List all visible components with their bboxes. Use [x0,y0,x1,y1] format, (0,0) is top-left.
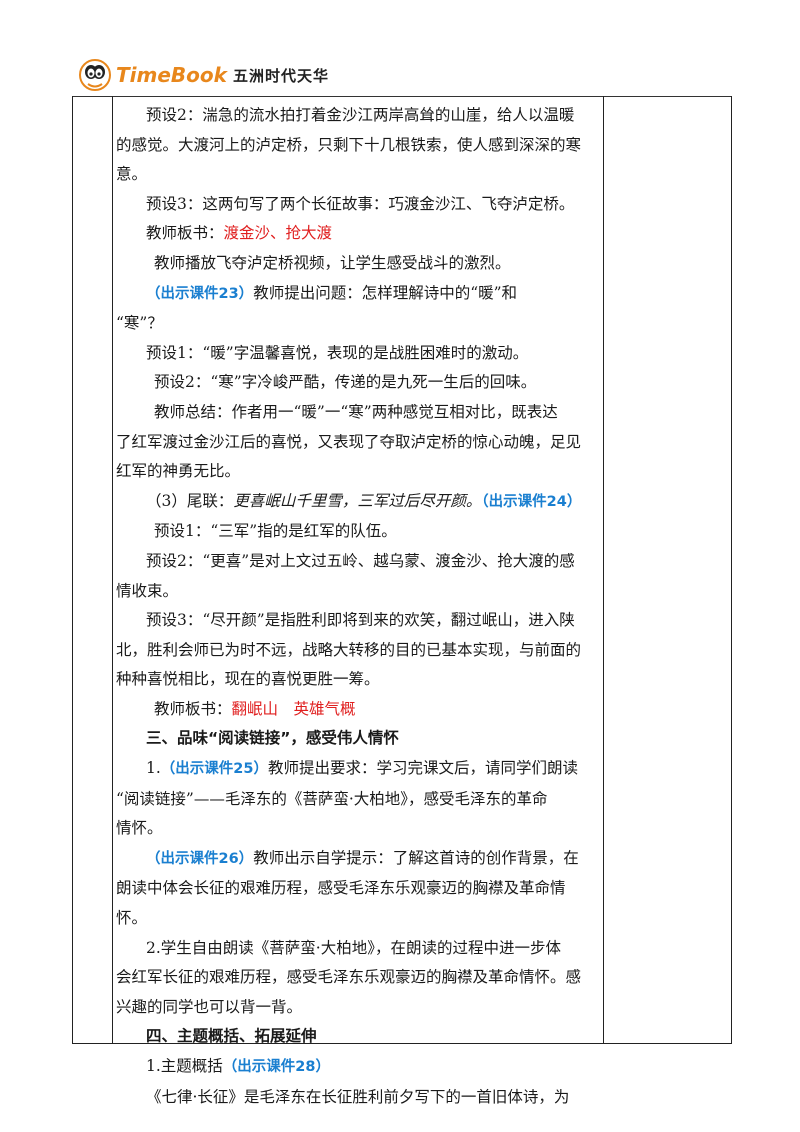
text-span: 情怀。 [116,819,163,838]
courseware-ref: （出示课件28） [222,1059,330,1075]
text-line: （3）尾联：更喜岷山千里雪，三军过后尽开颜。（出示课件24） [116,487,601,518]
text-line: “寒”？ [116,309,601,339]
text-span: 教师提出要求：学习完课文后，请同学们朗读 [267,759,578,778]
text-span: “寒”？ [116,314,163,333]
text-span: 教师板书： [154,699,232,718]
text-span: 预设2：“寒”字冷峻严酷，传递的是九死一生后的回味。 [154,373,537,392]
brand-name-en: TimeBook [116,63,227,87]
text-line: 预设2：“更喜”是对上文过五岭、越乌蒙、渡金沙、抢大渡的感 [116,547,601,577]
text-line: 1.主题概括（出示课件28） [116,1052,601,1083]
text-span: 教师提出问题：怎样理解诗中的“暖”和 [253,283,518,302]
text-line: 朗读中体会长征的艰难历程，感受毛泽东乐观豪迈的胸襟及革命情 [116,874,601,904]
text-line: 三、品味“阅读链接”，感受伟人情怀 [116,724,601,754]
text-span: 教师出示自学提示：了解这首诗的创作背景，在 [253,848,579,867]
brand-name-cn: 五洲时代天华 [232,66,329,85]
text-span: 意。 [116,165,148,184]
text-line: （出示课件26）教师出示自学提示：了解这首诗的创作背景，在 [116,844,601,875]
text-line: 教师板书：翻岷山 英雄气概 [116,695,601,725]
text-line: 兴趣的同学也可以背一背。 [116,993,601,1023]
text-line: 预设1：“三军”指的是红军的队伍。 [116,517,601,547]
courseware-ref: （出示课件24） [481,493,582,510]
lesson-content: 预设2：湍急的流水拍打着金沙江两岸高耸的山崖，给人以温暖的感觉。大渡河上的泸定桥… [116,101,601,1112]
text-span: 教师播放飞夺泸定桥视频，让学生感受战斗的激烈。 [154,253,511,272]
text-line: 会红军长征的艰难历程，感受毛泽东乐观豪迈的胸襟及革命情怀。感 [116,963,601,993]
text-line: 2.学生自由朗读《菩萨蛮·大柏地》，在朗读的过程中进一步体 [116,934,601,964]
courseware-ref: （出示课件25） [160,761,268,778]
text-span: 四、主题概括、拓展延伸 [146,1027,317,1046]
text-span: 三、品味“阅读链接”，感受伟人情怀 [146,729,399,748]
text-span: 兴趣的同学也可以背一背。 [116,997,303,1016]
text-line: 意。 [116,160,601,190]
text-line: 教师板书：渡金沙、抢大渡 [116,219,601,249]
text-line: 种种喜悦相比，现在的喜悦更胜一筹。 [116,665,601,695]
text-span: 情收束。 [116,581,179,600]
text-line: 1.（出示课件25）教师提出要求：学习完课文后，请同学们朗读 [116,754,601,785]
text-span: 朗读中体会长征的艰难历程，感受毛泽东乐观豪迈的胸襟及革命情 [116,879,566,898]
page-header: TimeBook 五洲时代天华 [78,57,329,93]
text-span: 1. [146,759,161,778]
board-note: 翻岷山 英雄气概 [231,699,356,718]
text-line: 教师总结：作者用一“暖”一“寒”两种感觉互相对比，既表达 [116,398,601,428]
text-span: 1.主题概括 [146,1057,223,1075]
text-span: 了红军渡过金沙江后的喜悦，又表现了夺取泸定桥的惊心动魄，足见 [116,432,582,451]
text-span: 《七律·长征》是毛泽东在长征胜利前夕写下的一首旧体诗，为 [146,1087,570,1106]
text-span: 种种喜悦相比，现在的喜悦更胜一筹。 [116,670,380,689]
text-span: 教师总结：作者用一“暖”一“寒”两种感觉互相对比，既表达 [154,402,558,421]
text-line: 红军的神勇无比。 [116,457,601,487]
text-span: 预设2：湍急的流水拍打着金沙江两岸高耸的山崖，给人以温暖 [146,106,575,124]
text-span: 教师板书： [146,224,224,243]
text-span: 怀。 [116,909,148,928]
header-divider [72,96,732,97]
courseware-ref: （出示课件23） [146,285,254,302]
text-line: 的感觉。大渡河上的泸定桥，只剩下十几根铁索，使人感到深深的寒 [116,131,601,161]
text-span: 预设3：“尽开颜”是指胜利即将到来的欢笑，翻过岷山，进入陕 [146,611,575,630]
text-line: （出示课件23）教师提出问题：怎样理解诗中的“暖”和 [116,279,601,310]
text-line: 了红军渡过金沙江后的喜悦，又表现了夺取泸定桥的惊心动魄，足见 [116,428,601,458]
text-line: 北，胜利会师已为时不远，战略大转移的目的已基本实现，与前面的 [116,636,601,666]
text-span: 2.学生自由朗读《菩萨蛮·大柏地》，在朗读的过程中进一步体 [146,938,561,957]
lesson-table [72,96,732,1044]
text-span: 的感觉。大渡河上的泸定桥，只剩下十几根铁索，使人感到深深的寒 [116,135,582,154]
text-line: 情怀。 [116,814,601,844]
text-line: 预设2：湍急的流水拍打着金沙江两岸高耸的山崖，给人以温暖 [116,101,601,131]
text-span: 预设3：这两句写了两个长征故事：巧渡金沙江、飞夺泸定桥。 [146,194,575,213]
text-span: “阅读链接”——毛泽东的《菩萨蛮·大柏地》，感受毛泽东的革命 [116,789,548,808]
text-line: 预设1：“暖”字温馨喜悦，表现的是战胜困难时的激动。 [116,339,601,369]
text-line: 教师播放飞夺泸定桥视频，让学生感受战斗的激烈。 [116,249,601,279]
timebook-logo-icon [78,58,112,92]
text-span: 更喜岷山千里雪，三军过后尽开颜。 [233,491,482,510]
table-column-divider [603,96,604,1043]
text-line: 四、主题概括、拓展延伸 [116,1022,601,1052]
text-line: 《七律·长征》是毛泽东在长征胜利前夕写下的一首旧体诗，为 [116,1083,601,1113]
text-line: 预设3：“尽开颜”是指胜利即将到来的欢笑，翻过岷山，进入陕 [116,606,601,636]
text-line: “阅读链接”——毛泽东的《菩萨蛮·大柏地》，感受毛泽东的革命 [116,785,601,815]
text-span: 红军的神勇无比。 [116,462,241,481]
text-line: 预设2：“寒”字冷峻严酷，传递的是九死一生后的回味。 [116,368,601,398]
text-line: 怀。 [116,904,601,934]
text-line: 情收束。 [116,577,601,607]
text-span: 北，胜利会师已为时不远，战略大转移的目的已基本实现，与前面的 [116,640,582,659]
text-span: 预设1：“三军”指的是红军的队伍。 [154,522,397,541]
text-span: 预设2：“更喜”是对上文过五岭、越乌蒙、渡金沙、抢大渡的感 [146,551,575,570]
board-note: 渡金沙、抢大渡 [223,224,333,243]
text-span: （3）尾联： [146,491,234,510]
text-span: 会红军长征的艰难历程，感受毛泽东乐观豪迈的胸襟及革命情怀。感 [116,968,582,987]
text-span: 预设1：“暖”字温馨喜悦，表现的是战胜困难时的激动。 [146,343,529,362]
courseware-ref: （出示课件26） [146,850,254,867]
text-line: 预设3：这两句写了两个长征故事：巧渡金沙江、飞夺泸定桥。 [116,190,601,220]
table-column-divider [112,96,113,1043]
